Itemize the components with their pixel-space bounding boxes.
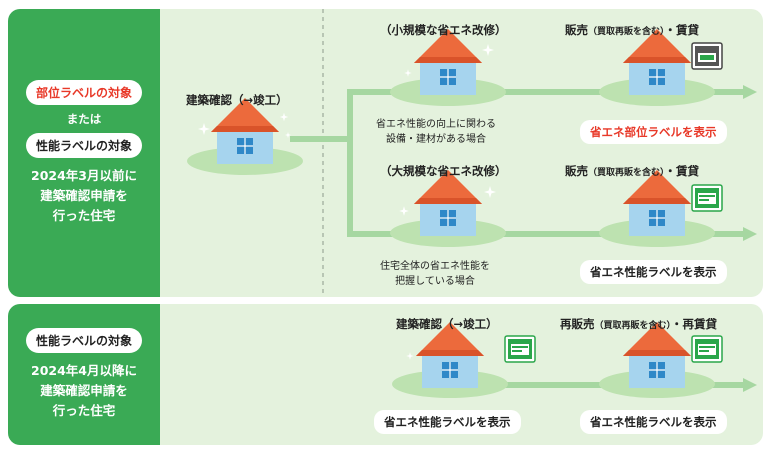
performance-label-target-pill: 性能ラベルの対象 xyxy=(25,133,142,158)
resale-label: 再販売（買取再販を含む）・再賃貸 xyxy=(560,317,718,331)
existing-housing-target-column: 部位ラベルの対象 または 性能ラベルの対象 2024年3月以前に 建築確認申請を… xyxy=(8,9,160,297)
house-icon-large-sale xyxy=(622,169,692,237)
existing-housing-description: 2024年3月以前に 建築確認申請を 行った住宅 xyxy=(31,168,137,223)
performance-label-badge-icon-resale xyxy=(691,335,723,363)
small-sale-label: 販売（買取再販を含む）・賃貸 xyxy=(565,23,700,37)
new-housing-target-column: 性能ラベルの対象 2024年4月以降に 建築確認申請を 行った住宅 xyxy=(8,304,160,445)
new-build-label: 建築確認（→竣工） xyxy=(396,317,498,331)
flow-graphics xyxy=(187,9,757,297)
house-icon-small-sale xyxy=(622,28,692,96)
performance-label-badge-icon xyxy=(691,184,723,212)
new-housing-flow: 建築確認（→竣工） 再販売（買取再販を含む）・再賃貸 省エネ性能ラベルを表示 省… xyxy=(160,304,763,445)
part-label-target-pill: 部位ラベルの対象 xyxy=(25,80,142,105)
small-renovation-label: （小規模な省エネ改修） xyxy=(380,23,507,37)
performance-label-result-new: 省エネ性能ラベルを表示 xyxy=(374,410,521,434)
part-label-result: 省エネ部位ラベルを表示 xyxy=(580,120,727,144)
performance-label-result-resale: 省エネ性能ラベルを表示 xyxy=(580,410,727,434)
performance-label-target-pill-new: 性能ラベルの対象 xyxy=(25,328,142,353)
part-label-badge-icon xyxy=(691,42,723,70)
new-housing-panel: 性能ラベルの対象 2024年4月以降に 建築確認申請を 行った住宅 xyxy=(8,304,763,445)
large-sale-label: 販売（買取再販を含む）・賃貸 xyxy=(565,164,700,178)
flow-graphics-new xyxy=(392,321,757,398)
existing-housing-flow: 建築確認（→竣工） （小規模な省エネ改修） 省エネ性能の向上に関わる 設備・建材… xyxy=(160,9,763,297)
small-renovation-note: 省エネ性能の向上に関わる 設備・建材がある場合 xyxy=(376,119,496,145)
start-label: 建築確認（→竣工） xyxy=(186,93,288,107)
new-housing-description: 2024年4月以降に 建築確認申請を 行った住宅 xyxy=(31,363,137,418)
performance-label-badge-icon-new xyxy=(504,335,536,363)
large-renovation-note: 住宅全体の省エネ性能を 把握している場合 xyxy=(380,261,490,287)
existing-housing-panel: 部位ラベルの対象 または 性能ラベルの対象 2024年3月以前に 建築確認申請を… xyxy=(8,9,763,297)
large-renovation-label: （大規模な省エネ改修） xyxy=(380,164,507,178)
performance-label-result-top: 省エネ性能ラベルを表示 xyxy=(580,260,727,284)
or-text: または xyxy=(66,112,102,126)
